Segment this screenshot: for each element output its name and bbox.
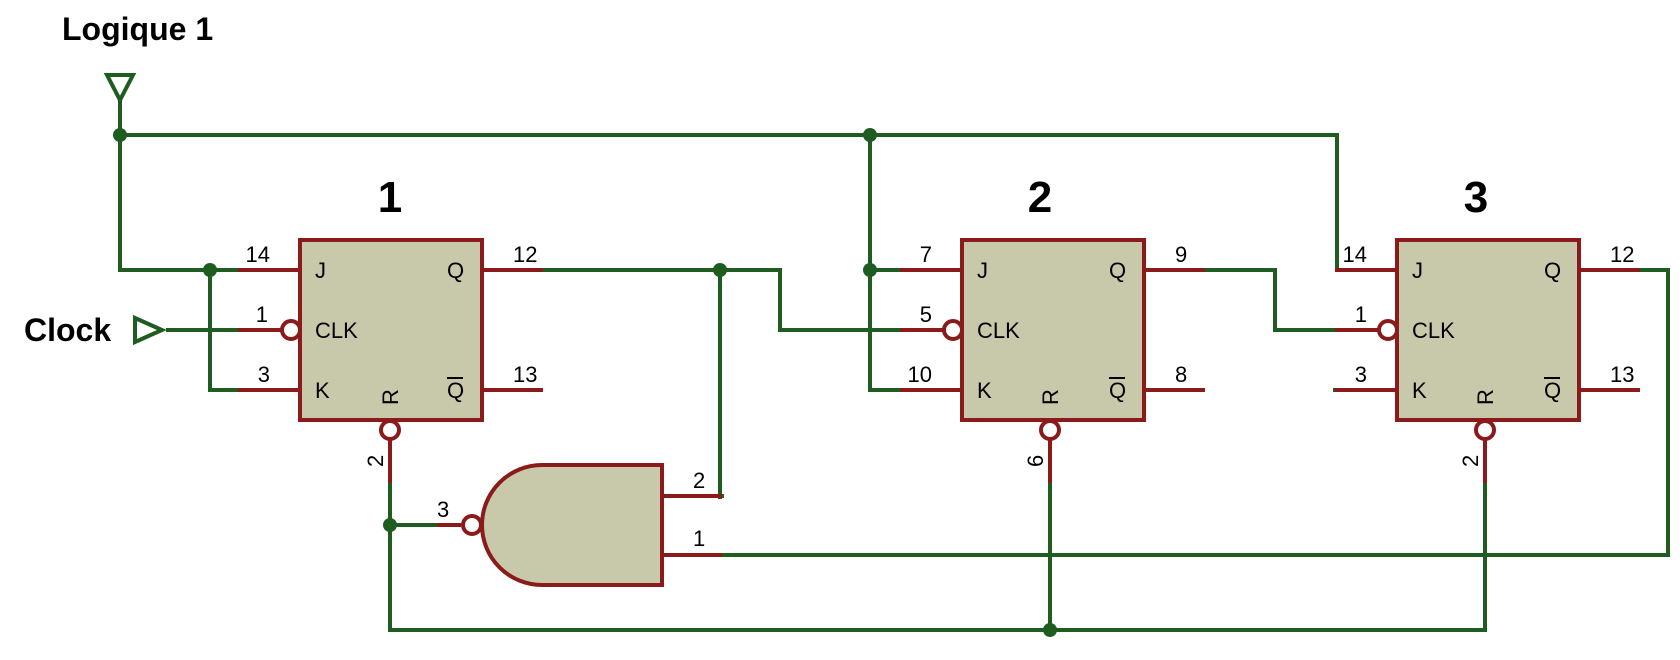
reset-inversion-bubble: [1039, 419, 1061, 441]
pin-number-clk: 1: [256, 302, 268, 327]
pin-number-j: 7: [920, 242, 932, 267]
flipflop-title: 3: [1464, 173, 1488, 222]
clock-terminal: Clock: [24, 312, 167, 348]
clock-terminal-icon: [133, 314, 167, 346]
flipflop-1: 1 J CLK K Q Q R 14 1 3 12 13 2: [238, 173, 543, 483]
junction-dot: [383, 518, 397, 532]
flipflop-title: 2: [1028, 173, 1052, 222]
junction-dot: [863, 128, 877, 142]
clock-label: Clock: [24, 312, 111, 348]
pin-number-qbar: 13: [513, 362, 537, 387]
junctions: [113, 128, 1057, 637]
pin-number-clk: 5: [920, 302, 932, 327]
pin-number-r: 2: [1458, 455, 1483, 467]
gate-output-number: 3: [437, 497, 449, 522]
junction-dot: [113, 128, 127, 142]
junction-dot: [863, 263, 877, 277]
pin-label-clk: CLK: [1412, 318, 1455, 343]
wire-ff2q-ff3clk: [1203, 268, 1337, 332]
pin-label-r: R: [378, 389, 403, 405]
gate-input-2-number: 2: [693, 468, 705, 493]
pin-label-k: K: [315, 378, 330, 403]
pin-label-clk: CLK: [977, 318, 1020, 343]
clk-inversion-bubble: [942, 319, 964, 341]
pin-number-qbar: 8: [1175, 362, 1187, 387]
pin-number-q: 9: [1175, 242, 1187, 267]
clk-inversion-bubble: [280, 319, 302, 341]
pin-number-r: 2: [363, 455, 388, 467]
pin-number-j: 14: [246, 242, 270, 267]
junction-dot: [1043, 623, 1057, 637]
pin-label-clk: CLK: [315, 318, 358, 343]
flipflop-body: [298, 238, 484, 422]
wire-reset-bus: [388, 481, 1487, 632]
pin-number-r: 6: [1023, 455, 1048, 467]
wire-ff3q-gate: [720, 268, 1670, 557]
wire-ff1q-ff2clk: [541, 268, 902, 332]
pin-number-q: 12: [513, 242, 537, 267]
pin-label-k: K: [1412, 378, 1427, 403]
gate-body: [480, 463, 664, 587]
gate-output-bubble: [461, 514, 483, 536]
pin-label-r: R: [1473, 389, 1498, 405]
pin-label-qbar: Q: [1544, 378, 1561, 403]
pin-label-qbar: Q: [1109, 378, 1126, 403]
wire-ff1-jk-tie: [208, 268, 240, 392]
gate-input-1-number: 1: [693, 526, 705, 551]
clk-inversion-bubble: [1377, 319, 1399, 341]
pin-label-j: J: [1412, 258, 1423, 283]
pin-number-j: 14: [1343, 242, 1367, 267]
pin-label-r: R: [1038, 389, 1063, 405]
pin-number-k: 3: [1355, 362, 1367, 387]
wire-ff2-jk-tie: [868, 268, 902, 392]
wire-gate-in2: [718, 268, 724, 498]
flipflop-2: 2 J CLK K Q Q R 7 5 10 9 8 6: [900, 173, 1205, 483]
pin-label-q: Q: [1544, 258, 1561, 283]
pin-label-q: Q: [447, 258, 464, 283]
flipflop-body: [960, 238, 1146, 422]
junction-dot: [203, 263, 217, 277]
reset-inversion-bubble: [1474, 419, 1496, 441]
flipflop-title: 1: [378, 173, 402, 222]
wire-power-ff2-j: [868, 133, 902, 272]
pin-number-k: 10: [908, 362, 932, 387]
power-terminal: Logique 1: [62, 11, 213, 105]
wire-power-ff1-j: [118, 133, 240, 272]
power-label: Logique 1: [62, 11, 213, 47]
reset-inversion-bubble: [379, 419, 401, 441]
flipflop-body: [1395, 238, 1581, 422]
pin-label-j: J: [977, 258, 988, 283]
pin-label-j: J: [315, 258, 326, 283]
power-terminal-icon: [103, 73, 137, 105]
pin-label-q: Q: [1109, 258, 1126, 283]
pin-number-clk: 1: [1355, 302, 1367, 327]
pin-number-q: 12: [1610, 242, 1634, 267]
junction-dot: [713, 263, 727, 277]
pin-number-qbar: 13: [1610, 362, 1634, 387]
pin-label-k: K: [977, 378, 992, 403]
nand-gate: 3 2 1: [437, 463, 722, 587]
pin-number-k: 3: [258, 362, 270, 387]
pin-label-qbar: Q: [447, 378, 464, 403]
flipflop-3: 3 J CLK K Q Q R 14 1 3 12 13 2: [1335, 173, 1640, 483]
